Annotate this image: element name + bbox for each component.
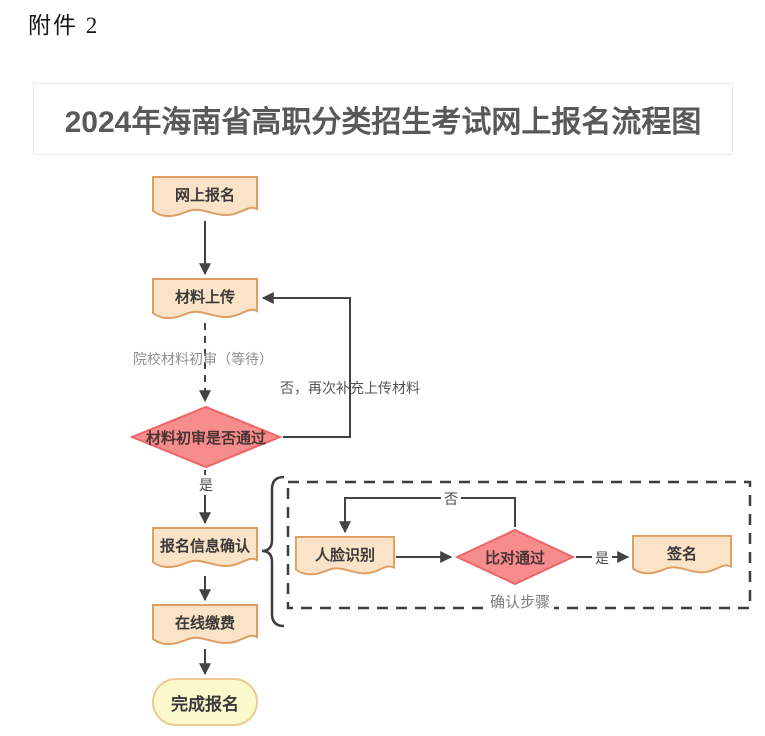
diamond-shape <box>130 405 282 469</box>
node-registration-confirm: 报名信息确认 <box>152 527 258 573</box>
document-shape <box>295 536 395 576</box>
node-label: 比对通过 <box>484 549 545 567</box>
title-box: 2024年海南省高职分类招生考试网上报名流程图 <box>33 83 733 155</box>
arrow-review-no-loop <box>261 292 351 438</box>
node-label: 在线缴费 <box>174 614 235 632</box>
diamond-shape <box>455 528 575 586</box>
document-shape <box>152 176 258 217</box>
node-material-review-decision: 材料初审是否通过 <box>130 405 282 469</box>
attachment-label: 附件 2 <box>28 13 100 38</box>
node-signature: 签名 <box>632 535 732 579</box>
edge-label-review-waiting: 院校材料初审（等待） <box>133 351 273 367</box>
node-label: 报名信息确认 <box>159 537 250 555</box>
node-label: 材料上传 <box>174 288 235 306</box>
page-title: 2024年海南省高职分类招生考试网上报名流程图 <box>64 106 702 139</box>
node-compare-decision: 比对通过 <box>455 528 575 586</box>
node-complete-registration: 完成报名 <box>152 678 258 726</box>
node-face-recognition: 人脸识别 <box>295 536 395 580</box>
document-shape <box>152 278 258 319</box>
document-shape <box>152 527 258 568</box>
node-label: 网上报名 <box>174 186 235 204</box>
confirm-steps-brace <box>261 475 285 628</box>
node-online-registration: 网上报名 <box>152 176 258 222</box>
node-label: 签名 <box>666 545 697 563</box>
edge-label-yes-to-signature: 是 <box>592 548 612 568</box>
document-shape <box>632 535 732 575</box>
confirm-steps-caption: 确认步骤 <box>486 591 555 612</box>
node-material-upload: 材料上传 <box>152 278 258 324</box>
edge-label-no-retry-face: 否 <box>441 489 461 509</box>
arrow-compare-no-loop <box>339 497 516 534</box>
node-online-payment: 在线缴费 <box>152 604 258 650</box>
edge-label-yes-to-confirm: 是 <box>196 475 216 495</box>
edge-label-no-reupload: 否，再次补充上传材料 <box>280 380 420 396</box>
node-label: 材料初审是否通过 <box>145 429 266 447</box>
document-shape <box>152 604 258 645</box>
node-label: 人脸识别 <box>314 546 375 564</box>
